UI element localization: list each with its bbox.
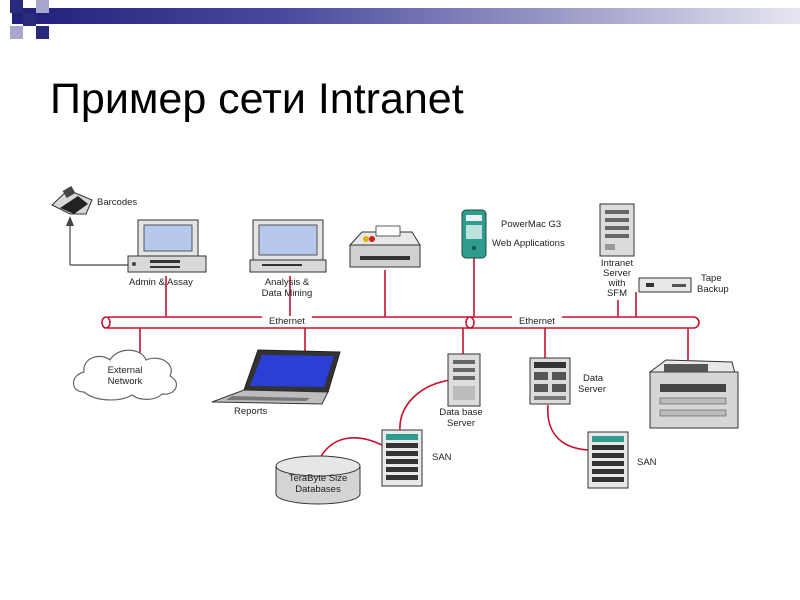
laser-printer-icon	[648, 359, 739, 429]
connection-lines	[139, 258, 689, 463]
database-server-icon	[447, 353, 481, 407]
ethernet-bus: Ethernet Ethernet	[101, 316, 700, 329]
san-2-label: SAN	[637, 457, 657, 468]
san-1-label: SAN	[432, 452, 452, 463]
data-server-label-line-2: Server	[578, 384, 606, 395]
san-storage-rack-icon-1	[381, 429, 423, 487]
data-server-label-line-1: Data	[583, 373, 604, 384]
ethernet-cap-left	[101, 316, 111, 329]
tape-backup-label-line-2: Backup	[697, 284, 729, 295]
printer-icon	[348, 225, 421, 268]
title-bar-gradient	[12, 8, 800, 24]
powermac-tower-icon	[461, 209, 487, 259]
link-dataserver-san2	[547, 404, 589, 451]
barcodes-label: Barcodes	[97, 197, 137, 208]
ethernet-label-1: Ethernet	[269, 316, 305, 327]
san-storage-rack-icon-2	[587, 431, 629, 489]
external-network-label-line-1: External	[108, 365, 143, 376]
link-dbserver-san1	[399, 379, 451, 433]
ethernet-label-2: Ethernet	[519, 316, 555, 327]
data-server-icon	[529, 357, 571, 405]
intranet-server-label-line-3: with	[608, 278, 626, 289]
terabyte-db-label-line-1: TeraByte Size	[289, 473, 348, 484]
analysis-computer-icon	[249, 219, 327, 273]
laptop-icon	[211, 349, 341, 405]
reports-label: Reports	[234, 406, 268, 417]
powermac-label-line-2: Web Applications	[492, 238, 565, 249]
analysis-label-line-1: Analysis &	[265, 277, 310, 288]
database-server-label-line-1: Data base	[439, 407, 482, 418]
cloud-icon	[72, 349, 178, 401]
database-server-label-line-2: Server	[447, 418, 475, 429]
admin-assay-label: Admin & Assay	[129, 277, 193, 288]
powermac-label-line-1: PowerMac G3	[501, 219, 561, 230]
database-cylinder-icon	[275, 455, 361, 505]
corner-squares-decoration	[0, 0, 80, 50]
terabyte-db-label-line-2: Databases	[295, 484, 341, 495]
ethernet-joint	[465, 316, 475, 329]
barcodes-arrowhead	[66, 216, 74, 226]
analysis-label-line-2: Data Mining	[262, 288, 313, 299]
link-san1-terabyte	[317, 437, 383, 463]
barcode-scanner-icon	[51, 186, 93, 215]
external-network-label-line-2: Network	[108, 376, 143, 387]
tape-backup-label-line-1: Tape	[701, 273, 722, 284]
admin-assay-computer-icon	[127, 219, 207, 273]
intranet-server-label-line-2: Server	[603, 268, 631, 279]
tape-drive-icon	[638, 277, 692, 293]
intranet-server-label-line-4: SFM	[607, 288, 627, 299]
intranet-server-label-line-1: Intranet	[601, 258, 634, 269]
slide-title: Пример сети Intranet	[50, 75, 464, 123]
intranet-server-icon	[599, 203, 635, 257]
